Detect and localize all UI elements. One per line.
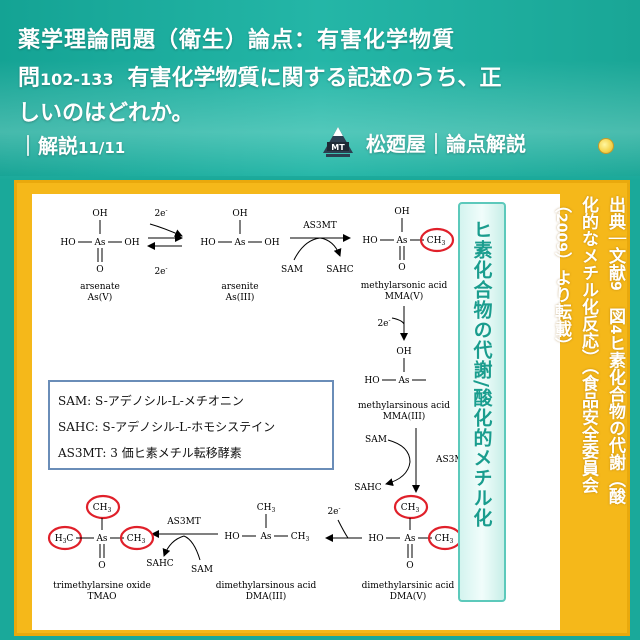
svg-text:SAM: SAM — [365, 435, 387, 445]
tmao-structure: CH3 H3C As CH3 O trimethylarsine oxide T… — [47, 494, 155, 602]
reduction-arrow-2: 2e- — [377, 306, 408, 341]
svg-text:As: As — [397, 376, 409, 386]
svg-text:OH: OH — [92, 209, 107, 219]
pathway-title-text: ヒ素化合物の代謝/酸化的メチル化 — [470, 220, 493, 528]
svg-text:HO: HO — [362, 236, 377, 246]
mma5-structure: OH HO As CH3 O methylarsonic acid MMA(V) — [361, 207, 455, 302]
svg-text:2e-: 2e- — [377, 317, 390, 329]
arsenite-structure: OH HO As OH arsenite As(III) — [200, 209, 279, 303]
legend-sahc: SAHC: S-アデノシル-L-ホモシステイン — [58, 420, 276, 434]
svg-text:CH3: CH3 — [93, 503, 112, 514]
svg-text:CH3: CH3 — [127, 534, 146, 545]
abbreviation-legend: SAM: S-アデノシル-L-メチオニン SAHC: S-アデノシル-L-ホモシ… — [48, 380, 334, 470]
svg-text:As(V): As(V) — [87, 292, 113, 303]
yellow-dot-icon — [598, 138, 614, 154]
reduction-arrow-3: 2e- — [325, 505, 362, 542]
svg-text:CH3: CH3 — [401, 503, 420, 514]
pathway-title-label: ヒ素化合物の代謝/酸化的メチル化 — [458, 202, 506, 602]
svg-text:SAHC: SAHC — [354, 483, 382, 493]
source-citation: 出典｜文献9 図4ヒ素化合物の代謝（酸 化的なメチル化反応）（食品安全委員会 （… — [551, 196, 625, 505]
svg-text:As: As — [403, 534, 415, 544]
explanation-page-label: ｜解説11/11 — [18, 134, 126, 158]
svg-text:O: O — [98, 561, 105, 571]
svg-text:As: As — [93, 238, 105, 248]
brand: MT 松廼屋｜論点解説 — [322, 122, 622, 162]
svg-text:O: O — [96, 265, 103, 275]
methyl-highlight-circle — [419, 227, 455, 253]
dma3-structure: CH3 HO As CH3 dimethylarsinous acid DMA(… — [216, 503, 317, 602]
header-glow — [0, 60, 640, 180]
legend-sam: SAM: S-アデノシル-L-メチオニン — [58, 394, 244, 408]
svg-text:HO: HO — [200, 238, 215, 248]
svg-text:dimethylarsinic acid: dimethylarsinic acid — [362, 581, 455, 591]
svg-text:H3C: H3C — [55, 534, 74, 545]
svg-text:AS3MT: AS3MT — [302, 221, 337, 231]
svg-text:CH3: CH3 — [427, 236, 446, 247]
page-title: 薬学理論問題（衛生）論点：有害化学物質 — [18, 28, 456, 53]
svg-text:As: As — [395, 236, 407, 246]
svg-text:DMA(III): DMA(III) — [246, 591, 287, 602]
arsenic-pathway-svg: OH HO As OH O arsenate As(V) 2e- 2e- — [47, 207, 470, 602]
methyl-highlight-circle — [85, 494, 121, 520]
svg-text:As: As — [95, 534, 107, 544]
svg-text:MT: MT — [331, 143, 345, 152]
svg-text:methylarsinous acid: methylarsinous acid — [358, 401, 450, 411]
svg-text:SAHC: SAHC — [326, 265, 354, 275]
question-number: 問102-133 — [18, 66, 114, 91]
svg-text:OH: OH — [124, 238, 139, 248]
svg-text:arsenite: arsenite — [221, 282, 258, 292]
brand-name: 松廼屋｜論点解説 — [366, 131, 526, 156]
svg-text:HO: HO — [60, 238, 75, 248]
svg-text:SAM: SAM — [281, 265, 303, 275]
methylation-arrow-1: AS3MT SAM SAHC — [281, 221, 354, 275]
svg-text:OH: OH — [396, 347, 411, 357]
methylation-arrow-2: SAM AS3MT SAHC — [354, 428, 470, 493]
svg-text:O: O — [406, 561, 413, 571]
svg-text:DMA(V): DMA(V) — [390, 591, 426, 602]
svg-text:AS3MT: AS3MT — [435, 455, 470, 465]
mma3-structure: OH HO As methylarsinous acid MMA(III) — [358, 347, 450, 422]
svg-text:trimethylarsine oxide: trimethylarsine oxide — [53, 581, 151, 591]
svg-text:2e-: 2e- — [154, 207, 167, 219]
svg-text:As: As — [259, 532, 271, 542]
svg-text:HO: HO — [224, 532, 239, 542]
svg-text:SAHC: SAHC — [146, 559, 174, 569]
svg-text:CH3: CH3 — [435, 534, 454, 545]
svg-text:HO: HO — [368, 534, 383, 544]
methylation-arrow-3: AS3MT SAM SAHC — [146, 517, 218, 575]
svg-text:arsenate: arsenate — [80, 282, 120, 292]
svg-text:MMA(III): MMA(III) — [383, 411, 426, 422]
svg-text:TMAO: TMAO — [87, 592, 116, 602]
svg-text:OH: OH — [232, 209, 247, 219]
svg-text:methylarsonic acid: methylarsonic acid — [361, 281, 448, 291]
svg-text:OH: OH — [264, 238, 279, 248]
svg-text:dimethylarsinous acid: dimethylarsinous acid — [216, 581, 317, 591]
svg-text:SAM: SAM — [191, 565, 213, 575]
arsenate-structure: OH HO As OH O arsenate As(V) — [60, 209, 139, 303]
svg-text:AS3MT: AS3MT — [166, 517, 201, 527]
svg-text:2e-: 2e- — [327, 505, 340, 517]
methyl-highlight-circle — [393, 494, 429, 520]
svg-text:CH3: CH3 — [291, 532, 310, 543]
svg-text:OH: OH — [394, 207, 409, 217]
mountain-logo-icon: MT — [323, 127, 353, 157]
svg-text:MMA(V): MMA(V) — [385, 291, 423, 302]
svg-text:2e-: 2e- — [154, 265, 167, 277]
dma5-structure: CH3 HO As CH3 O dimethylarsinic acid DMA… — [362, 494, 463, 602]
svg-text:As(III): As(III) — [225, 292, 255, 303]
legend-as3mt: AS3MT: 3 価ヒ素メチル転移酵素 — [58, 446, 242, 460]
reduction-arrow: 2e- 2e- — [147, 207, 183, 277]
svg-text:CH3: CH3 — [257, 503, 276, 514]
svg-text:O: O — [398, 263, 405, 273]
methyl-highlight-circle — [119, 525, 155, 551]
svg-text:As: As — [233, 238, 245, 248]
svg-text:HO: HO — [364, 376, 379, 386]
